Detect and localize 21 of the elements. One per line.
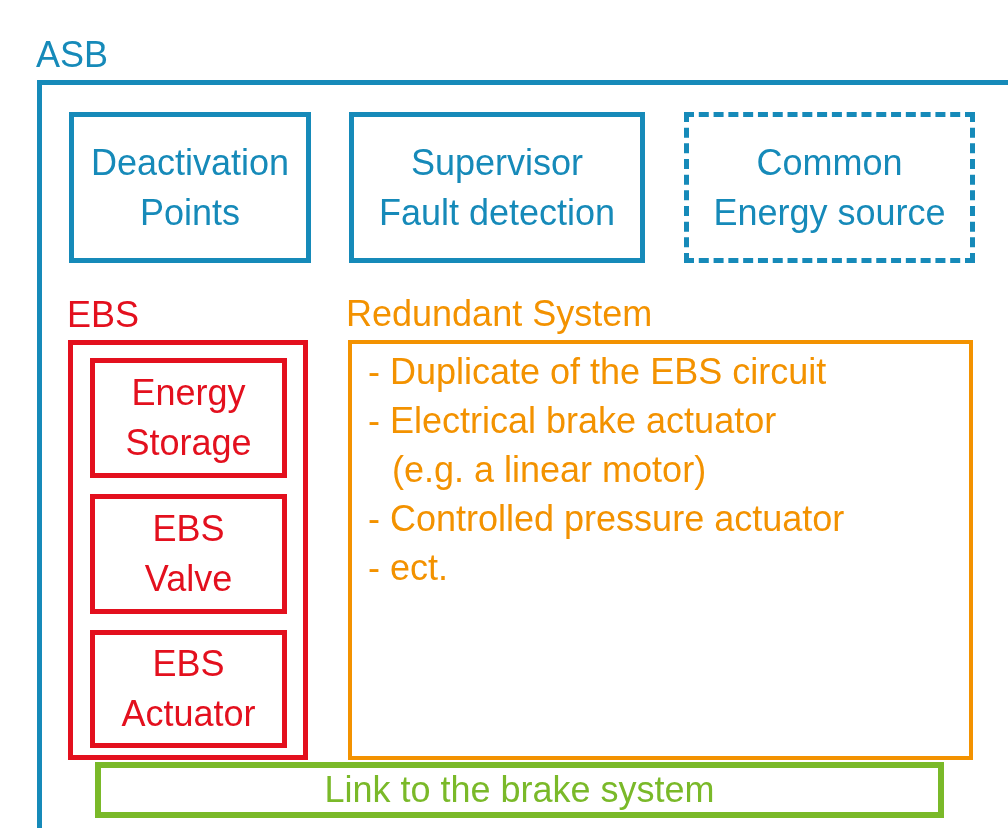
component-box [349, 112, 645, 263]
group-heading: ASB [36, 35, 109, 75]
box-label: Link to the brake system [324, 769, 715, 811]
component-box [90, 494, 287, 614]
list-item: - Electrical brake actuator (e.g. a linear motor) [368, 399, 778, 492]
box-label: Deactivation Points [89, 140, 291, 235]
link-box [95, 762, 944, 818]
box-label: Energy Storage [124, 371, 253, 465]
box-label: EBS Valve [143, 507, 234, 601]
box-label: Common Energy source [712, 140, 947, 235]
component-box [90, 630, 287, 748]
component-box [69, 112, 311, 263]
component-box [90, 358, 287, 478]
component-box [684, 112, 975, 263]
list-item: - Controlled pressure actuator [368, 497, 846, 541]
group-heading: EBS [67, 295, 140, 335]
box-label: Supervisor Fault detection [377, 140, 617, 235]
list-item: - ect. [368, 546, 449, 590]
group-heading: Redundant System [346, 294, 653, 334]
box-label: EBS Actuator [120, 642, 257, 736]
list-item: - Duplicate of the EBS circuit [368, 350, 828, 394]
